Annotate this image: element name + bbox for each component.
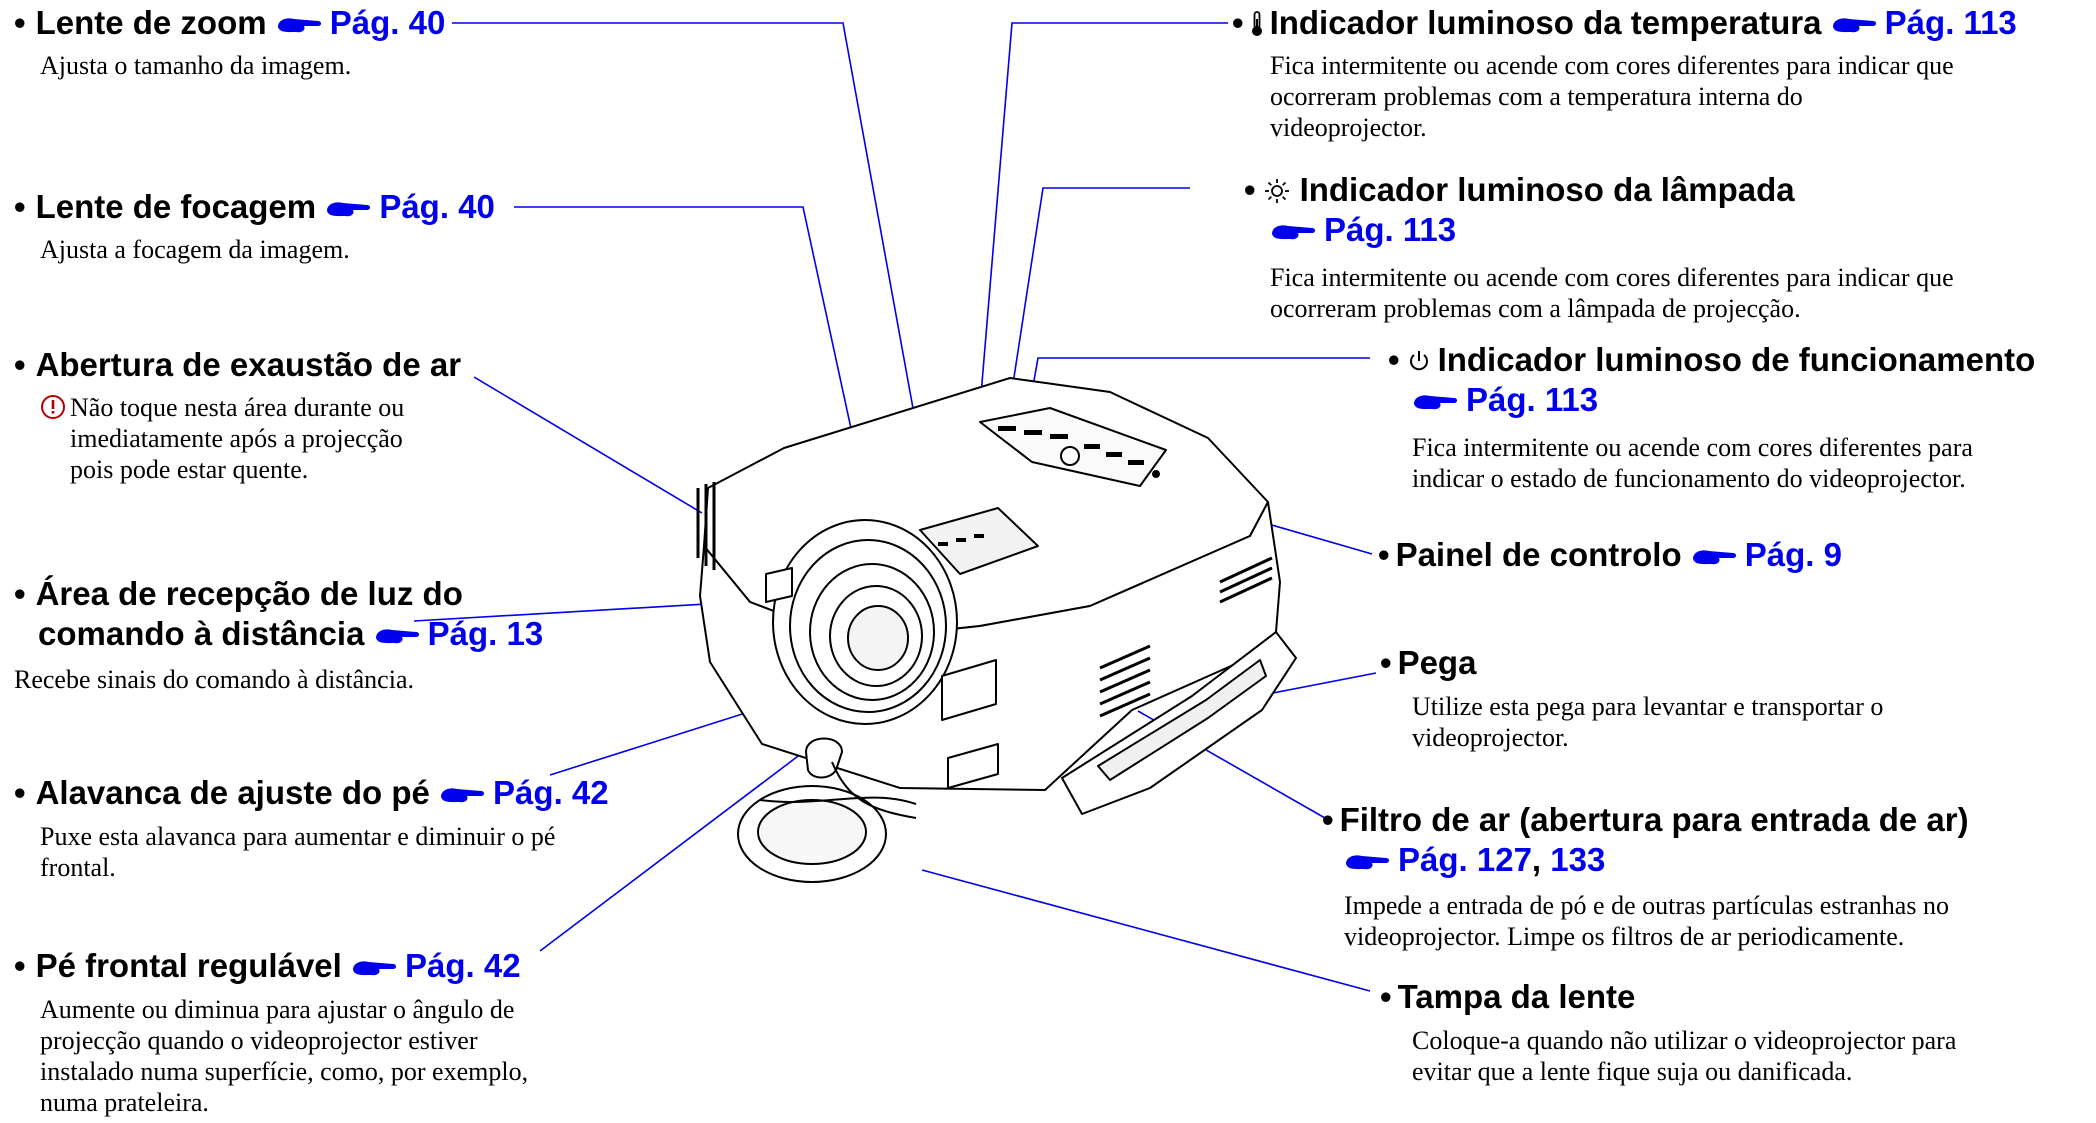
label-lamp-desc: Fica intermitente ou acende com cores di… <box>1270 263 1954 323</box>
page-link-panel[interactable]: Pág. 9 <box>1691 536 1842 573</box>
bullet-dot: • <box>1244 171 1256 208</box>
bullet-dot: • <box>14 188 26 225</box>
bullet-dot: • <box>1388 341 1400 378</box>
bullet-dot: • <box>1232 4 1244 41</box>
label-filter-desc: Impede a entrada de pó e de outras partí… <box>1344 891 1949 951</box>
page-link-foot-lever[interactable]: Pág. 42 <box>439 774 609 811</box>
warning-icon <box>41 395 65 419</box>
bullet-dot: • <box>14 346 26 383</box>
pointing-hand-icon <box>1414 395 1457 410</box>
page-link-filter-b[interactable]: 133 <box>1550 841 1606 878</box>
label-temp-desc: Fica intermitente ou acende com cores di… <box>1270 51 1954 142</box>
leader-front-foot <box>539 737 823 952</box>
bullet-dot: • <box>1380 978 1392 1015</box>
label-focus-title: •Lente de focagem Pág. 40 <box>14 188 495 225</box>
pointing-hand-icon <box>353 961 396 976</box>
label-exhaust-title: •Abertura de exaustão de ar <box>14 346 462 383</box>
page-link-zoom[interactable]: Pág. 40 <box>276 4 445 41</box>
leader-temp <box>969 22 1228 528</box>
bullet-dot: • <box>14 947 26 984</box>
label-front-foot-desc: Aumente ou diminua para ajustar o ângulo… <box>40 995 529 1117</box>
label-panel-title: •Painel de controlo Pág. 9 <box>1378 536 1842 573</box>
bullet-dot: • <box>1380 644 1392 681</box>
bullet-dot: • <box>1322 801 1334 838</box>
pointing-hand-icon <box>441 788 485 803</box>
label-lens-cap-title: •Tampa da lente <box>1380 978 1636 1015</box>
bullet-dot: • <box>1378 536 1390 573</box>
page-link-front-foot[interactable]: Pág. 42 <box>351 947 521 984</box>
label-filter-title: •Filtro de ar (abertura para entrada de … <box>1322 801 1969 878</box>
sun-icon <box>1264 179 1289 203</box>
label-foot-lever-title: •Alavanca de ajuste do pé Pág. 42 <box>14 774 609 811</box>
label-front-foot-title: •Pé frontal regulável Pág. 42 <box>14 947 521 984</box>
bullet-dot: • <box>14 774 26 811</box>
page-link-power[interactable]: Pág. 113 <box>1412 381 1598 418</box>
label-foot-lever-desc: Puxe esta alavanca para aumentar e dimin… <box>40 822 556 882</box>
page-link-temp[interactable]: Pág. 113 <box>1831 4 2017 41</box>
projector-illustration <box>696 377 1297 883</box>
bullet-dot: • <box>14 575 26 612</box>
label-power-desc: Fica intermitente ou acende com cores di… <box>1412 433 1973 493</box>
pointing-hand-icon <box>1272 225 1315 240</box>
page-link-receiver[interactable]: Pág. 13 <box>374 615 543 652</box>
pointing-hand-icon <box>1832 18 1876 33</box>
label-receiver-desc: Recebe sinais do comando à distância. <box>14 665 414 694</box>
label-handle-title: •Pega <box>1380 644 1477 681</box>
label-receiver-title: •Área de recepção de luz do comando à di… <box>14 575 544 652</box>
page-link-focus[interactable]: Pág. 40 <box>325 188 495 225</box>
label-zoom-title: •Lente de zoom Pág. 40 <box>14 4 446 41</box>
label-lamp-title: •Indicador luminoso da lâmpada Pág. 113 <box>1244 171 1795 248</box>
label-handle-desc: Utilize esta pega para levantar e transp… <box>1412 692 1884 752</box>
thermometer-icon <box>1251 11 1262 36</box>
label-focus-desc: Ajusta a focagem da imagem. <box>40 235 350 264</box>
label-temp-title: •Indicador luminoso da temperatura Pág. … <box>1232 4 2017 41</box>
page-link-lamp[interactable]: Pág. 113 <box>1270 211 1456 248</box>
label-power-title: •Indicador luminoso de funcionamento Pág… <box>1388 341 2036 418</box>
label-lens-cap-desc: Coloque-a quando não utilizar o videopro… <box>1412 1026 1957 1086</box>
pointing-hand-icon <box>1692 550 1736 565</box>
leader-exhaust <box>473 376 703 514</box>
leader-zoom <box>452 22 947 591</box>
leader-lens-cap <box>921 869 1371 992</box>
pointing-hand-icon <box>277 18 321 33</box>
page-link-filter[interactable]: Pág. 127 <box>1344 841 1532 878</box>
pointing-hand-icon <box>327 202 371 217</box>
label-zoom-desc: Ajusta o tamanho da imagem. <box>40 51 352 80</box>
power-icon <box>1409 351 1428 371</box>
bullet-dot: • <box>14 4 26 41</box>
label-exhaust-desc: Não toque nesta área durante ou imediata… <box>40 392 404 485</box>
pointing-hand-icon <box>1346 855 1389 870</box>
pointing-hand-icon <box>375 629 419 644</box>
